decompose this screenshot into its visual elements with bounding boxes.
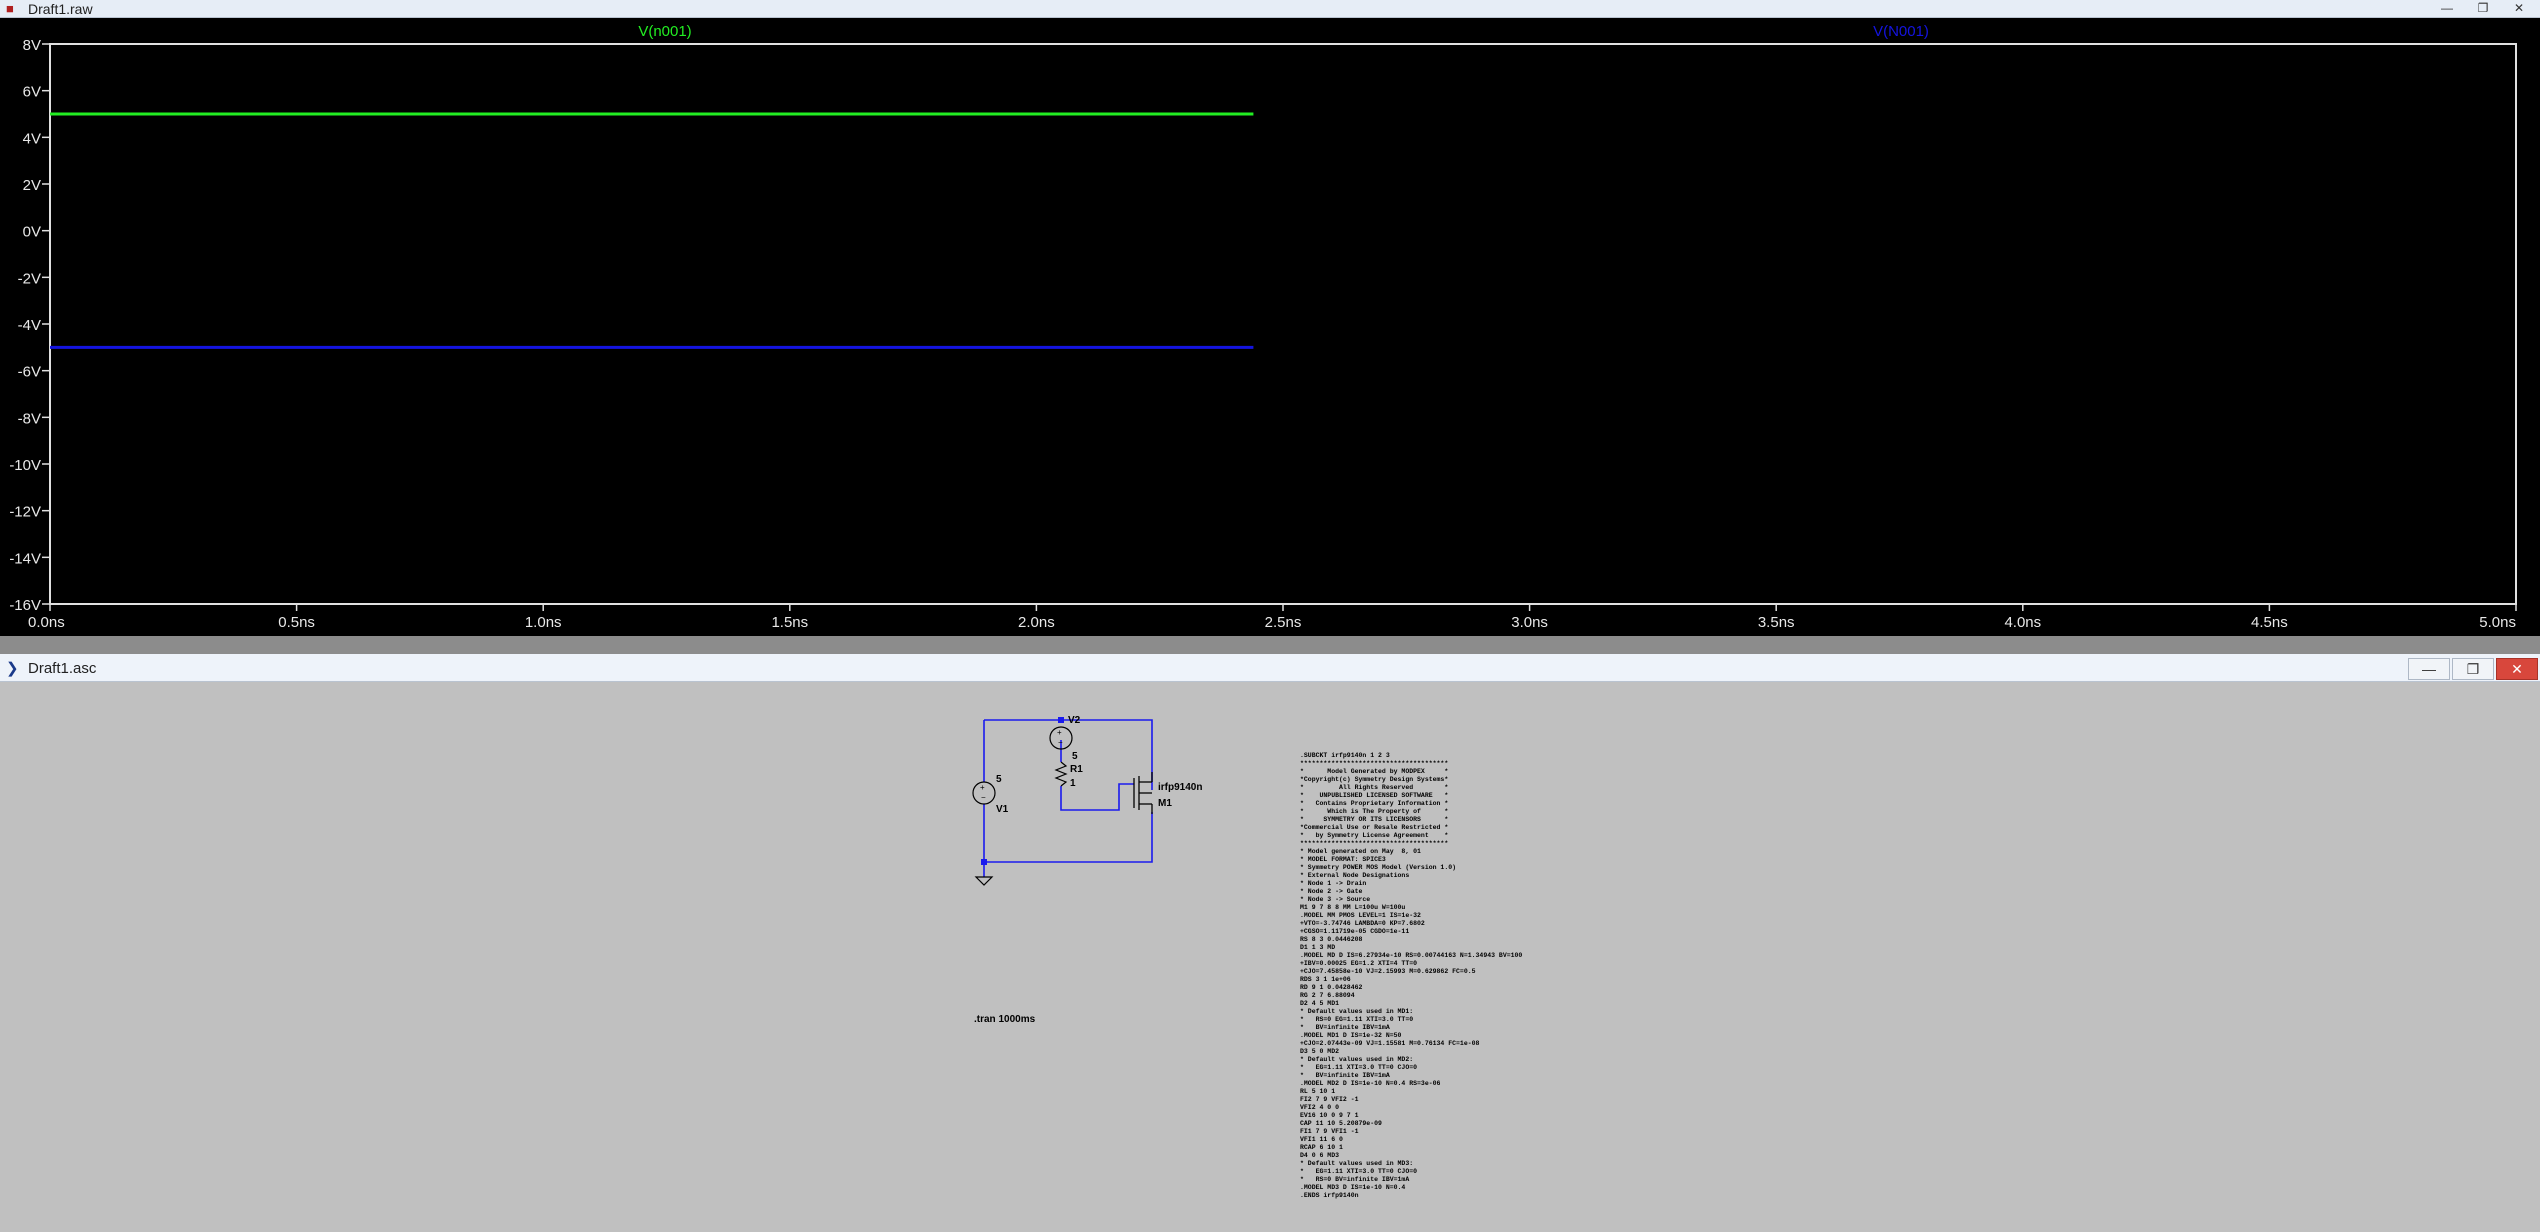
close-button[interactable]: ✕ — [2502, 0, 2536, 16]
y-tick-label: -4V — [18, 317, 41, 334]
r1-resistor[interactable] — [1054, 761, 1068, 787]
x-tick-label: 1.5ns — [771, 614, 808, 631]
minimize-button[interactable]: — — [2430, 0, 2464, 16]
v2-voltage-source[interactable]: + − — [1049, 717, 1073, 750]
m1-model[interactable]: irfp9140n — [1158, 782, 1202, 793]
schematic-titlebar[interactable]: ❯ Draft1.asc — ❐ ✕ — [0, 654, 2540, 682]
x-tick-label: 1.0ns — [525, 614, 562, 631]
schematic-canvas[interactable]: + − V2 5 R1 1 + − 5 V1 irfp9140n M1 — [4, 682, 2540, 1232]
maximize-button[interactable]: ❐ — [2466, 0, 2500, 16]
junction-dot — [981, 859, 987, 865]
y-tick-label: -8V — [18, 410, 41, 427]
wires[interactable] — [983, 719, 1153, 877]
window-separator — [0, 636, 2540, 654]
y-tick-label: 2V — [23, 177, 41, 194]
x-tick-label: 4.5ns — [2251, 614, 2288, 631]
wire-top[interactable] — [984, 719, 1153, 790]
v1-value[interactable]: 5 — [996, 774, 1002, 785]
x-tick-label: 2.0ns — [1018, 614, 1055, 631]
v1-voltage-source[interactable]: + − — [972, 781, 996, 805]
v2-value[interactable]: 5 — [1072, 751, 1078, 762]
v1-label[interactable]: V1 — [996, 804, 1009, 815]
y-tick-label: 6V — [23, 84, 41, 101]
waveform-plot[interactable]: 8V 6V 4V 2V 0V -2V -4V -6V -8V -10V -12V -14V -16V 0… — [0, 17, 2540, 636]
spice-model-netlist[interactable]: .SUBCKT irfp9140n 1 2 3 ****************… — [1300, 752, 1523, 1199]
schematic-restore-button[interactable]: ❐ — [2452, 658, 2494, 680]
x-tick-label: 3.5ns — [1758, 614, 1795, 631]
ltspice-waveform-icon: ■ — [6, 1, 14, 16]
waveform-titlebar[interactable]: ■ Draft1.raw — ❐ ✕ — [0, 0, 2540, 18]
waveform-window[interactable]: ■ Draft1.raw — ❐ ✕ 8V 6V 4V 2V 0V -2V -4V -6V -8… — [0, 0, 2540, 636]
waveform-window-title: Draft1.raw — [28, 1, 93, 17]
x-tick-label: 0.0ns — [28, 614, 65, 631]
y-tick-label: -2V — [18, 270, 41, 287]
x-tick-label: 2.5ns — [1265, 614, 1302, 631]
y-tick-label: -14V — [9, 550, 41, 567]
svg-text:+: + — [980, 783, 985, 792]
schematic-icon: ❯ — [6, 660, 19, 677]
wire-r1-gate[interactable] — [1060, 783, 1134, 811]
svg-text:−: − — [1058, 738, 1063, 747]
y-tick-label: 4V — [23, 130, 41, 147]
trace-label-vN001[interactable]: V(N001) — [1873, 23, 1929, 40]
plot-area-border — [49, 43, 2517, 605]
svg-text:+: + — [1057, 728, 1062, 737]
tran-directive[interactable]: .tran 1000ms — [974, 1014, 1036, 1025]
x-tick-label: 4.0ns — [2004, 614, 2041, 631]
m1-pmos-transistor[interactable] — [1133, 772, 1153, 814]
y-tick-label: -6V — [18, 364, 41, 381]
wire-bottom[interactable] — [984, 812, 1153, 863]
y-tick-label: 8V — [23, 37, 41, 54]
y-tick-label: 0V — [23, 224, 41, 241]
m1-label[interactable]: M1 — [1158, 798, 1172, 809]
v2-label[interactable]: V2 — [1068, 715, 1081, 726]
schematic-minimize-button[interactable]: — — [2408, 658, 2450, 680]
y-tick-label: -16V — [9, 597, 41, 614]
trace-label-vn001[interactable]: V(n001) — [638, 23, 691, 40]
schematic-close-button[interactable]: ✕ — [2496, 658, 2538, 680]
svg-text:−: − — [981, 793, 986, 802]
r1-value[interactable]: 1 — [1070, 778, 1076, 789]
schematic-window-title: Draft1.asc — [28, 660, 97, 677]
y-tick-label: -12V — [9, 504, 41, 521]
r1-label[interactable]: R1 — [1070, 764, 1083, 775]
x-tick-label: 3.0ns — [1511, 614, 1548, 631]
ground-symbol[interactable] — [974, 876, 994, 886]
x-tick-label: 5.0ns — [2479, 614, 2516, 631]
x-tick-label: 0.5ns — [278, 614, 315, 631]
y-tick-label: -10V — [9, 457, 41, 474]
